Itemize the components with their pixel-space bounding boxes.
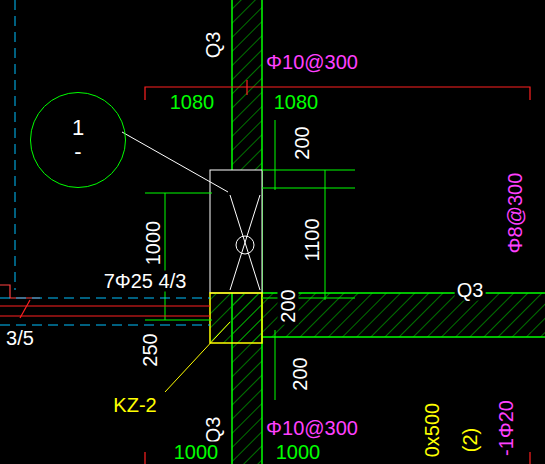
callout-leader	[122, 132, 228, 192]
rebar-spec: Φ10@300	[264, 418, 360, 439]
column-leader	[165, 322, 230, 392]
dim-line	[275, 330, 276, 400]
wall-edge	[262, 292, 545, 294]
dimension: 200	[292, 124, 313, 161]
dimension: 1000	[274, 441, 323, 462]
callout-circle: 1-	[30, 92, 126, 188]
wall-name: Q3	[455, 280, 486, 301]
rebar-spec: Φ10@300	[264, 52, 360, 73]
wall-name: Q3	[203, 30, 224, 61]
wall-hatch	[262, 293, 545, 337]
axis-dashed	[0, 0, 210, 325]
tick-mark	[20, 300, 30, 318]
rebar-spec: Φ8@300	[505, 171, 526, 256]
dim-line	[165, 193, 166, 320]
opening-cross	[230, 195, 260, 290]
axis-label: 3/5	[4, 328, 36, 349]
edge-line	[0, 285, 40, 298]
beam-count: (2)	[460, 426, 481, 454]
wall-edge	[262, 336, 545, 338]
rebar-spec: 7Φ25 4/3	[102, 271, 189, 292]
dimension: 1100	[302, 216, 323, 263]
dimension-lines	[145, 120, 355, 400]
dimension: 1080	[272, 92, 321, 113]
dashed-line	[0, 325, 210, 326]
dimension: 1000	[172, 441, 221, 462]
dimension: 1080	[168, 92, 217, 113]
opening-outline	[210, 170, 262, 293]
dashed-line	[0, 298, 210, 299]
beam-line	[0, 305, 210, 306]
wall-opening	[210, 170, 262, 293]
column-name: KZ-2	[111, 395, 158, 416]
dim-tick	[246, 80, 247, 95]
beam-line	[0, 315, 210, 316]
dashed-line	[15, 0, 16, 290]
horizontal-wall	[262, 293, 545, 337]
dim-line	[262, 170, 355, 171]
dimension: 200	[290, 355, 311, 392]
dim-line	[262, 188, 355, 189]
dim-line	[275, 120, 276, 190]
beam-size: 0x500	[422, 401, 443, 460]
dim-line	[145, 320, 212, 321]
dimension: 250	[140, 331, 161, 368]
dim-line	[145, 193, 212, 194]
dim-line	[325, 170, 326, 300]
dim-line	[262, 298, 355, 299]
opening-circle	[236, 236, 254, 254]
opening-cross	[230, 195, 260, 290]
dimension: 1000	[143, 219, 164, 268]
dimension: 200	[278, 287, 299, 324]
callout-number: 1	[72, 116, 84, 140]
callout-sheet: -	[74, 140, 81, 164]
red-dimension	[0, 80, 530, 464]
rebar-spec: -1Φ20	[496, 398, 517, 458]
